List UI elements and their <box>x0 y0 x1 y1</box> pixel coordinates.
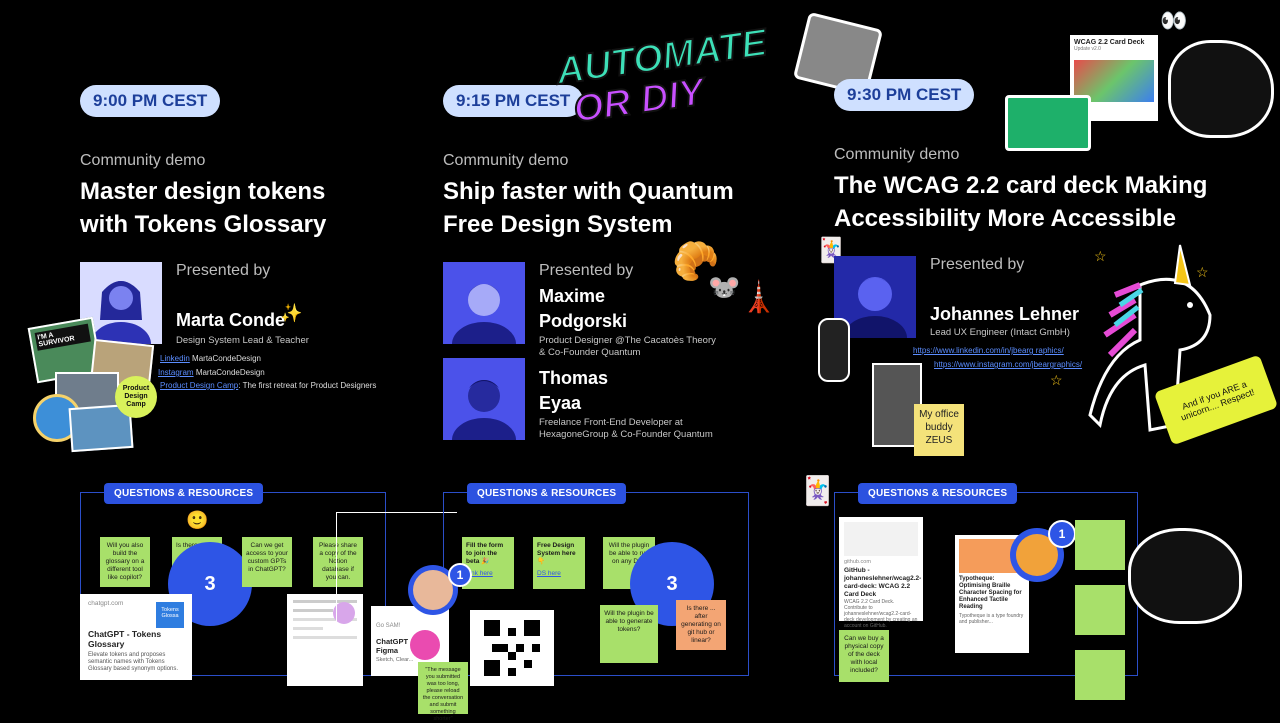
star-doodle-icon: ☆ <box>1050 372 1063 388</box>
chef-mouse-icon: 🐭 <box>708 272 741 302</box>
sticky-note[interactable]: Will you also build the glossary on a di… <box>100 537 150 587</box>
session-2-presented-by: Presented by <box>539 262 634 279</box>
presenter-role-maxime: Product Designer @The Cacatoès Theory& C… <box>539 335 716 358</box>
session-3-title-line2: Accessibility More Accessible <box>834 205 1176 232</box>
notification-badge: 1 <box>448 563 472 587</box>
session-2-title-line2: Free Design System <box>443 211 673 238</box>
presenter-role-marta: Design System Lead & Teacher <box>176 335 309 346</box>
session-3-title-line1: The WCAG 2.2 card deck Making <box>834 172 1208 199</box>
dog-sticker <box>1168 40 1274 138</box>
link-linkedin-johannes[interactable]: https://www.linkedin.com/in/jbearg raphi… <box>913 346 1064 355</box>
presenter-role-johannes: Lead UX Engineer (Intact GmbH) <box>930 327 1070 338</box>
resource-card-chatgpt[interactable]: chatgpt.com Tokens Glossa ChatGPT - Toke… <box>80 594 192 680</box>
automate-or-diy-sticker: AUTOMATE OR DIY <box>553 21 771 132</box>
star-doodle-icon: ☆ <box>1094 248 1107 264</box>
session-1-title-line2: with Tokens Glossary <box>80 211 327 238</box>
presenter-photo-marta <box>80 262 162 344</box>
avatar <box>413 570 453 610</box>
sparkle-icon: ✨ <box>280 303 303 323</box>
presenter-photo-thomas <box>443 358 525 440</box>
qr-code[interactable] <box>470 610 554 686</box>
sticky-note[interactable]: Can we buy a physical copy of the deck w… <box>839 630 889 682</box>
presenter-name-marta: Marta Conde <box>176 310 286 330</box>
session-2-title-line1: Ship faster with Quantum <box>443 178 734 205</box>
link-instagram-johannes[interactable]: https://www.instagram.com/jbeargraphics/ <box>934 360 1083 369</box>
qa-tag-session-2[interactable]: QUESTIONS & RESOURCES <box>467 483 627 504</box>
sticky-note[interactable]: Free Design System here 👇 DS here <box>533 537 585 589</box>
office-buddy-note: My office buddy ZEUS <box>914 404 964 456</box>
avatar-comment-bubble[interactable] <box>1010 528 1064 582</box>
link-row-linkedin[interactable]: Linkedin MartaCondeDesign <box>160 354 261 363</box>
session-3-kicker: Community demo <box>834 146 960 163</box>
card-desc: Elevate tokens and proposes semantic nam… <box>88 652 179 672</box>
time-pill-session-1: 9:00 PM CEST <box>80 85 221 117</box>
office-photo <box>872 363 922 447</box>
presenter-photo-maxime <box>443 262 525 344</box>
time-pill-session-3: 9:30 PM CEST <box>834 79 975 111</box>
time-pill-session-2: 9:15 PM CEST <box>443 85 584 117</box>
dog-sticker-bottom <box>1128 528 1242 624</box>
qa-tag-session-1[interactable]: QUESTIONS & RESOURCES <box>104 483 264 504</box>
presenter-name-johannes: Johannes Lehner <box>930 304 1080 324</box>
solitaire-sticker <box>1005 95 1091 151</box>
card-title: ChatGPT - Tokens Glossary <box>88 629 162 649</box>
dog-in-red-coat-sticker <box>818 318 850 382</box>
resource-card-github[interactable]: github.com GitHub - johanneslehner/wcag2… <box>839 517 923 629</box>
session-1-title-line1: Master design tokens <box>80 178 326 205</box>
avatar-sticker-icon: 🙂 <box>186 510 209 530</box>
product-design-camp-badge: Product Design Camp <box>115 376 157 418</box>
croissant-icon: 🥐 <box>672 241 720 283</box>
session-2-kicker: Community demo <box>443 152 569 169</box>
sticky-note[interactable]: Can we get access to your custom GPTs in… <box>242 537 292 587</box>
session-3-title: The WCAG 2.2 card deck Making Accessibil… <box>834 169 1207 235</box>
session-1-kicker: Community demo <box>80 152 206 169</box>
session-1-title: Master design tokens with Tokens Glossar… <box>80 175 326 241</box>
sticky-note[interactable]: Please share a copy of the Notion databa… <box>313 537 363 587</box>
unicorn-doodle <box>1080 225 1230 455</box>
eiffel-tower-icon: 🗼 <box>740 281 778 314</box>
card-thumbnail: Tokens Glossa <box>156 602 184 628</box>
session-1-presented-by: Presented by <box>176 262 271 279</box>
pink-blob-sticker <box>410 630 440 660</box>
link-row-product-design-camp[interactable]: Product Design Camp: The first retreat f… <box>160 381 377 390</box>
sticky-note[interactable]: Will the plugin be able to generate toke… <box>600 605 658 663</box>
star-doodle-icon: ☆ <box>1196 264 1209 280</box>
session-3-presented-by: Presented by <box>930 256 1025 273</box>
empty-sticky-note[interactable] <box>1075 585 1125 635</box>
sticky-note[interactable]: "The message you submitted was too long,… <box>418 662 468 722</box>
notification-badge: 1 <box>1048 520 1076 548</box>
link-row-instagram[interactable]: Instagram MartaCondeDesign <box>158 368 265 377</box>
qa-tag-session-3[interactable]: QUESTIONS & RESOURCES <box>858 483 1018 504</box>
eyes-doodle-icon: 👀 <box>1160 8 1188 33</box>
connector-line <box>336 512 457 633</box>
card-fan-icon: 🃏 <box>800 475 835 506</box>
sticky-note[interactable]: Is there ... after generating on git hub… <box>676 600 726 650</box>
session-2-title: Ship faster with Quantum Free Design Sys… <box>443 175 734 241</box>
card-site: chatgpt.com <box>88 600 124 607</box>
empty-sticky-note[interactable] <box>1075 650 1125 700</box>
empty-sticky-note[interactable] <box>1075 520 1125 570</box>
resource-card-document[interactable] <box>287 594 363 686</box>
